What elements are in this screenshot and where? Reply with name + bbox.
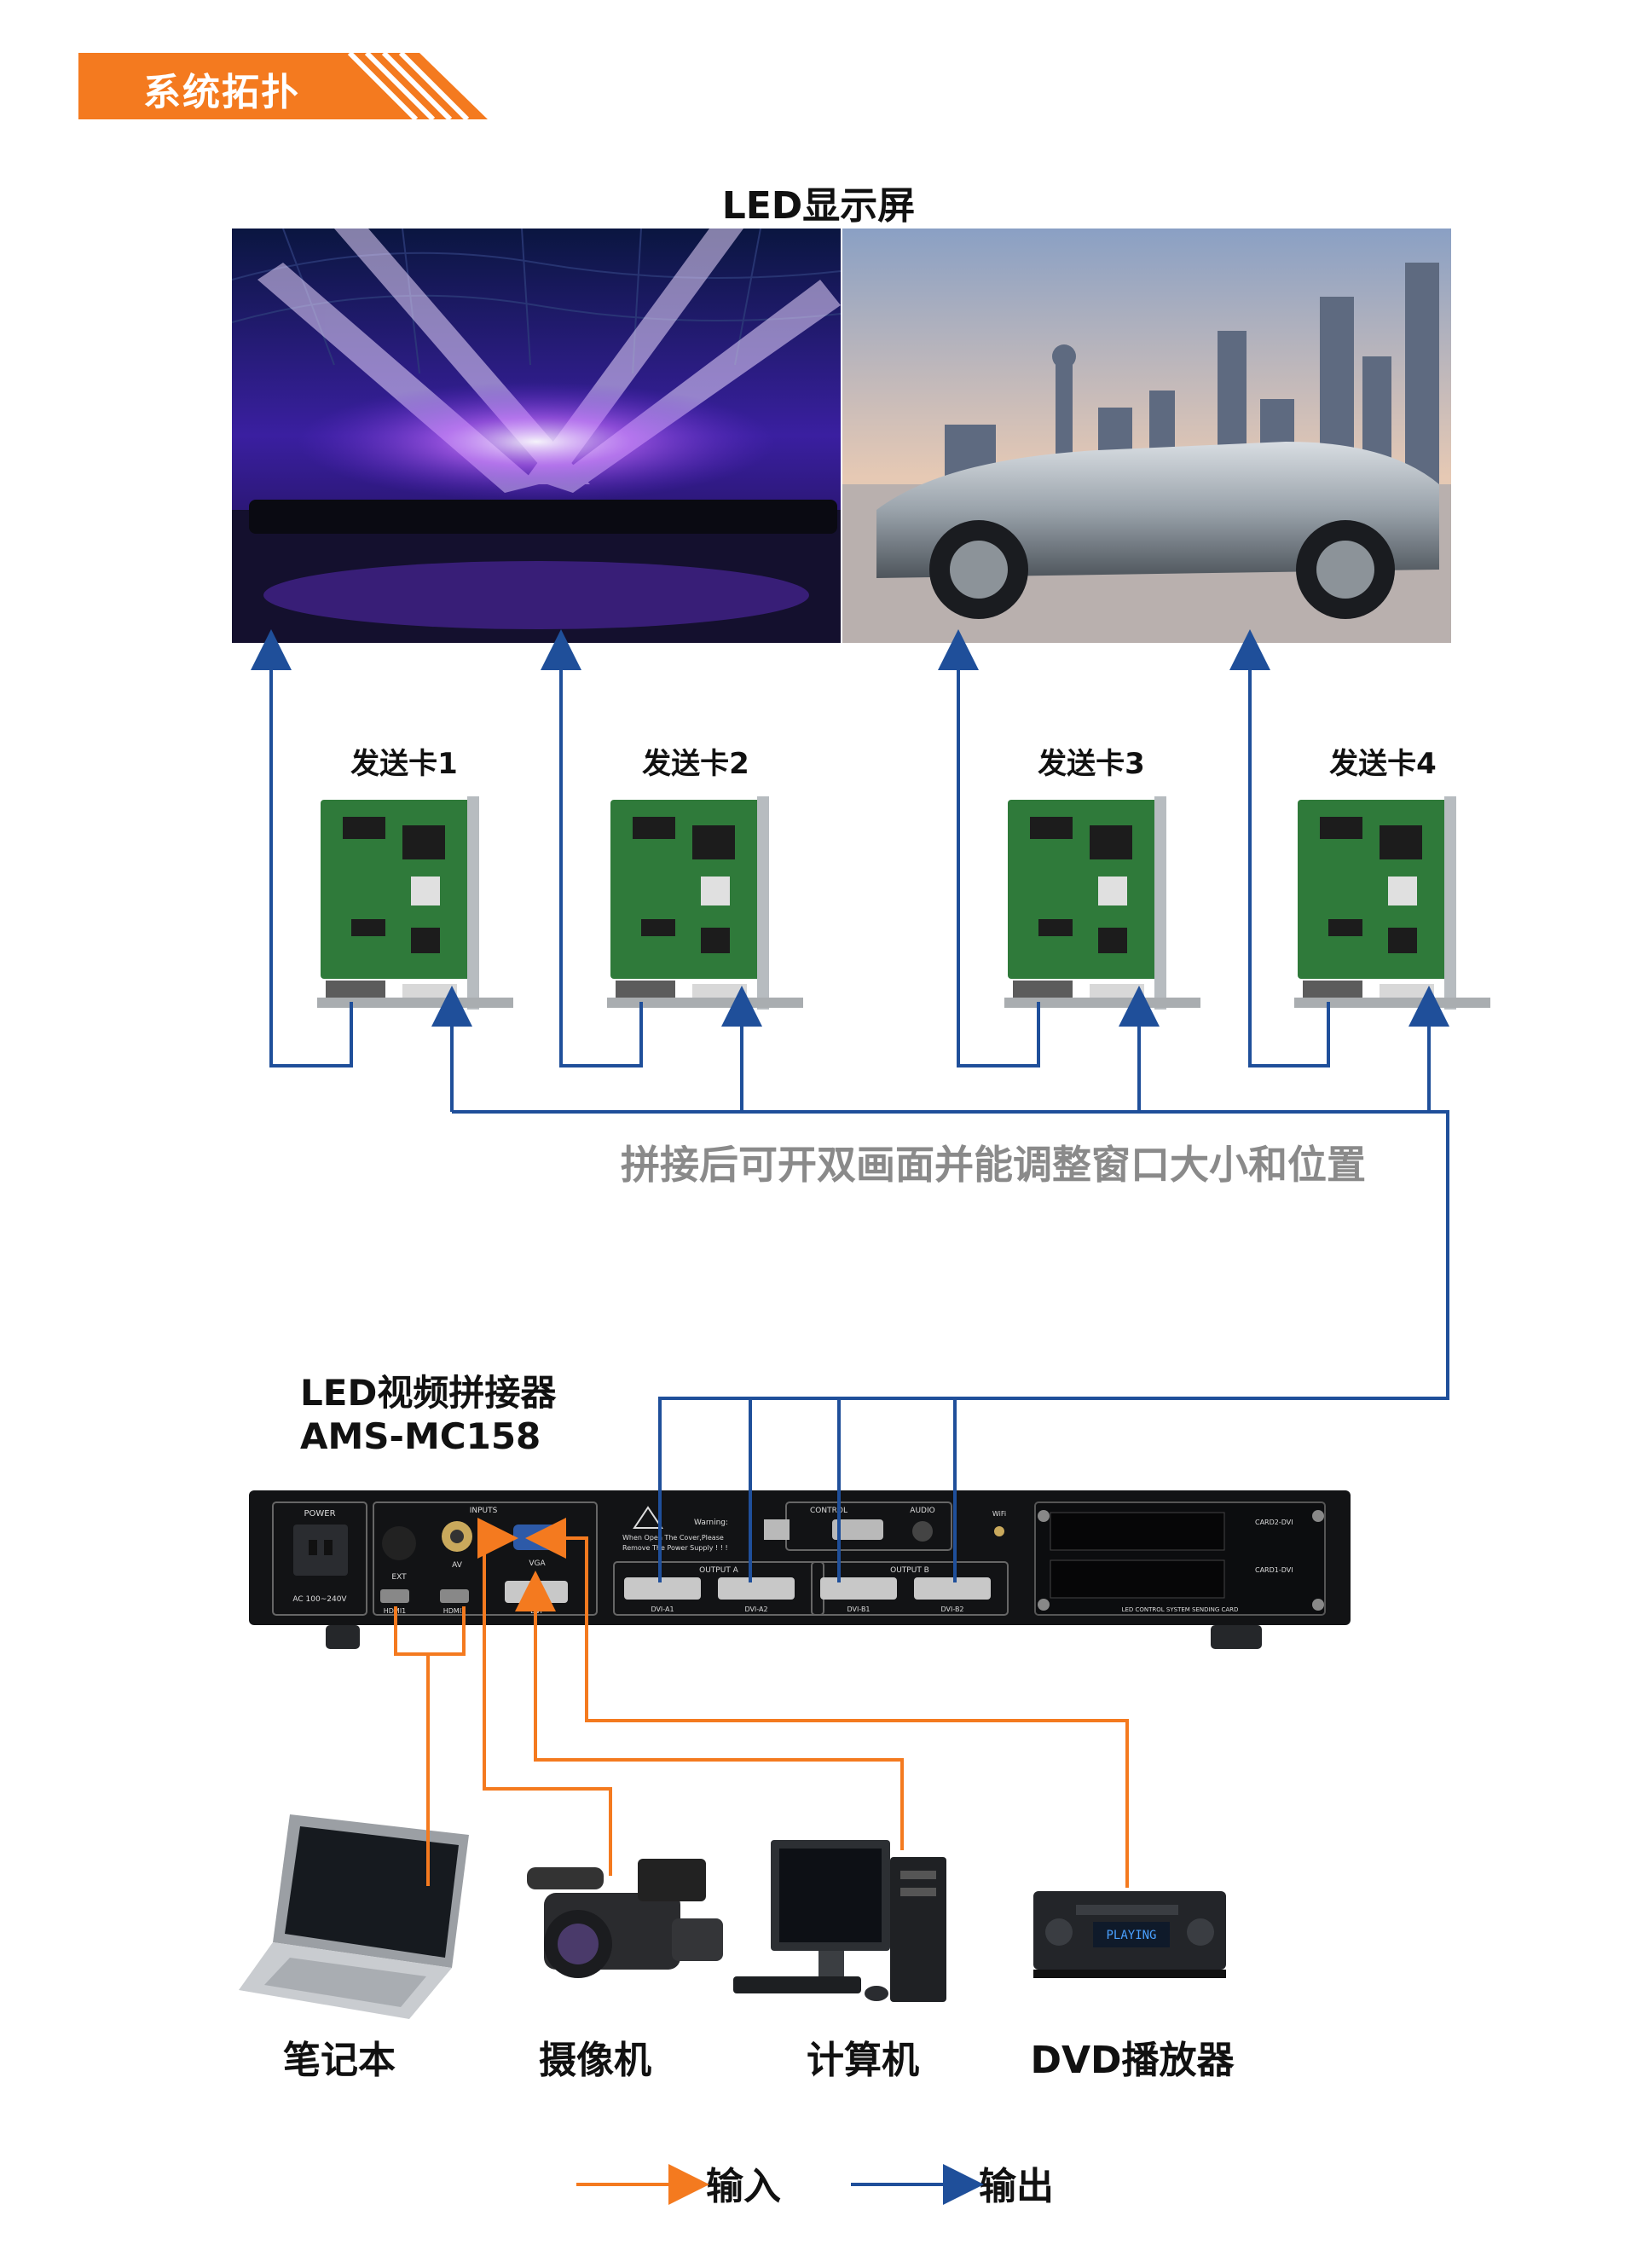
camcorder-label: 摄像机 (539, 2039, 651, 2082)
screen-right-car-image (842, 229, 1451, 643)
panel-power-label: POWER (304, 1509, 335, 1519)
computer-label: 计算机 (807, 2039, 919, 2082)
sending-card-4-image (1294, 796, 1490, 1010)
panel-vga-label: VGA (529, 1559, 546, 1568)
device-model: AMS-MC158 (300, 1415, 541, 1457)
sending-card-3-label: 发送卡3 (1038, 747, 1145, 781)
panel-dvi-a1-label: DVI-A1 (651, 1606, 674, 1613)
panel-ac-label: AC 100~240V (292, 1595, 347, 1604)
panel-av-label: AV (452, 1561, 463, 1570)
panel-hdmi2-label: HDMI2 (443, 1607, 466, 1615)
sending-card-1-image (317, 796, 513, 1010)
panel-dvi-b1-label: DVI-B1 (847, 1606, 870, 1613)
sending-card-2-image (607, 796, 803, 1010)
panel-output-a-label: OUTPUT A (699, 1566, 739, 1575)
panel-audio-label: AUDIO (910, 1507, 934, 1515)
panel-card1-label: CARD1-DVI (1255, 1566, 1293, 1574)
panel-dvi-label: DVI (530, 1607, 542, 1615)
sending-card-4-label: 发送卡4 (1329, 747, 1437, 781)
device-name: LED视频拼接器 (300, 1372, 557, 1414)
panel-inputs-label: INPUTS (470, 1507, 498, 1515)
camcorder-image (527, 1859, 723, 1978)
panel-output-b-label: OUTPUT B (890, 1566, 929, 1575)
legend-input-label: 输入 (706, 2165, 781, 2208)
panel-control-label: CONTROL (810, 1507, 847, 1515)
panel-warning-line1: When Open The Cover,Please (622, 1534, 724, 1542)
screen-left-concert-image (232, 229, 841, 643)
sending-card-2-label: 发送卡2 (642, 747, 749, 781)
sending-card-1-label: 发送卡1 (350, 747, 458, 781)
led-screen-title: LED显示屏 (721, 184, 916, 228)
laptop-label: 笔记本 (283, 2039, 396, 2082)
banner-shape (78, 50, 488, 122)
panel-card-slot-label: LED CONTROL SYSTEM SENDING CARD (1122, 1606, 1239, 1613)
section-title: 系统拓扑 (143, 71, 300, 114)
panel-wifi-label: WiFi (992, 1510, 1006, 1518)
panel-ext-label: EXT (391, 1573, 407, 1582)
stitching-note: 拼接后可开双画面并能调整窗口大小和位置 (621, 1142, 1366, 1188)
panel-card2-label: CARD2-DVI (1255, 1519, 1293, 1526)
laptop-image (239, 1814, 469, 2019)
section-title-banner: 系统拓扑 (78, 50, 488, 122)
panel-dvi-b2-label: DVI-B2 (940, 1606, 963, 1613)
panel-warning-line2: Remove The Power Supply ! ! ! (622, 1544, 728, 1552)
dvd-player-label: DVD播放器 (1030, 2039, 1235, 2082)
sending-card-3-image (1004, 796, 1200, 1010)
computer-image (733, 1840, 946, 2002)
legend-output-label: 输出 (979, 2165, 1054, 2208)
dvd-player-image: PLAYING (1033, 1891, 1226, 1978)
panel-warning-title: Warning: (694, 1519, 728, 1527)
video-processor-rear-panel: POWER AC 100~240V INPUTS EXT AV VGA HDMI… (249, 1490, 1351, 1649)
dvd-display-text: PLAYING (1106, 1929, 1156, 1942)
panel-dvi-a2-label: DVI-A2 (744, 1606, 767, 1613)
panel-hdmi1-label: HDMI1 (384, 1607, 407, 1615)
